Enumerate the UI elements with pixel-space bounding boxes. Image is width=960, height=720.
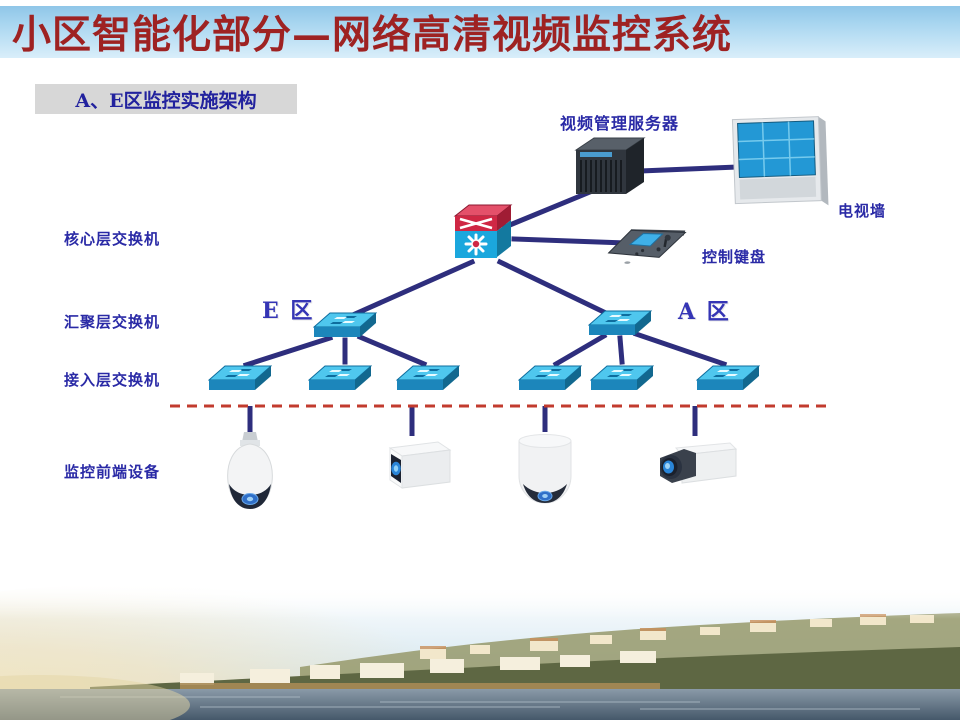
title-bar: 小区智能化部分—网络高清视频监控系统: [0, 6, 960, 58]
switch-icon: [696, 365, 760, 390]
server-icon: [574, 137, 646, 194]
box-camera-icon: [388, 441, 452, 489]
connection-lines: [170, 164, 830, 436]
switch-icon: [396, 365, 460, 390]
subtitle: A、E区监控实施架构: [75, 89, 257, 112]
box-camera-icon: [660, 442, 738, 484]
aggregation-switch-label: 汇聚层交换机: [64, 313, 161, 331]
switch-icon: [518, 365, 582, 390]
core-switch-label: 核心层交换机: [64, 230, 161, 248]
dome-camera-icon: [518, 434, 572, 504]
multilayer-switch-icon: [453, 204, 513, 258]
zone-e-label: E 区: [262, 298, 315, 324]
coastal-landscape-image: [0, 585, 960, 720]
tv-wall-icon: [731, 116, 829, 206]
subtitle-box: A、E区监控实施架构: [35, 84, 297, 114]
video-server-label: 视频管理服务器: [560, 114, 680, 133]
switch-icon: [590, 365, 654, 390]
switch-icon: [308, 365, 372, 390]
control-keyboard-label: 控制键盘: [702, 248, 767, 266]
zone-a-label: A 区: [678, 299, 731, 325]
tv-wall-label: 电视墙: [838, 202, 887, 220]
frontend-devices-label: 监控前端设备: [64, 463, 161, 481]
access-switch-label: 接入层交换机: [64, 371, 161, 389]
dome-camera-icon: [227, 432, 273, 509]
control-keyboard-icon: [607, 229, 687, 264]
network-topology-diagram: 视频管理服务器 电视墙 核心层交换机 控制键盘 E 区 A 区 汇聚层交换机 接…: [64, 114, 887, 509]
page-title: 小区智能化部分—网络高清视频监控系统: [12, 12, 733, 58]
switch-icon: [313, 312, 377, 337]
switch-icon: [588, 310, 652, 335]
switch-icon: [208, 365, 272, 390]
